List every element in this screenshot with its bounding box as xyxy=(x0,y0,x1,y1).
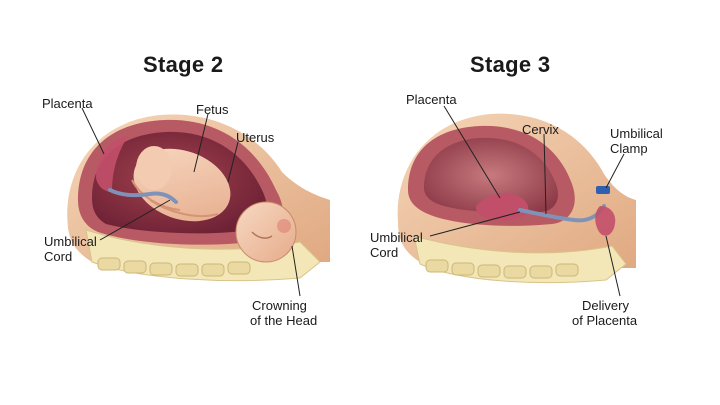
stage2-label-fetus: Fetus xyxy=(196,102,229,117)
stage2-diagram xyxy=(67,114,330,280)
stage3-umbilical-clamp xyxy=(596,186,610,194)
stage2-label-umbilical-cord: Umbilical Cord xyxy=(44,234,97,264)
stage2-label-crowning: Crowning of the Head xyxy=(250,298,317,328)
stage3-label-cervix: Cervix xyxy=(522,122,559,137)
stage3-label-umbilical-clamp: Umbilical Clamp xyxy=(610,126,663,156)
stage3-diagram xyxy=(398,114,636,283)
stage3-label-placenta: Placenta xyxy=(406,92,457,107)
stage2-label-uterus: Uterus xyxy=(236,130,274,145)
stage3-label-delivery: Delivery of Placenta xyxy=(572,298,637,328)
stage2-label-placenta: Placenta xyxy=(42,96,93,111)
stage3-label-umbilical-cord: Umbilical Cord xyxy=(370,230,423,260)
